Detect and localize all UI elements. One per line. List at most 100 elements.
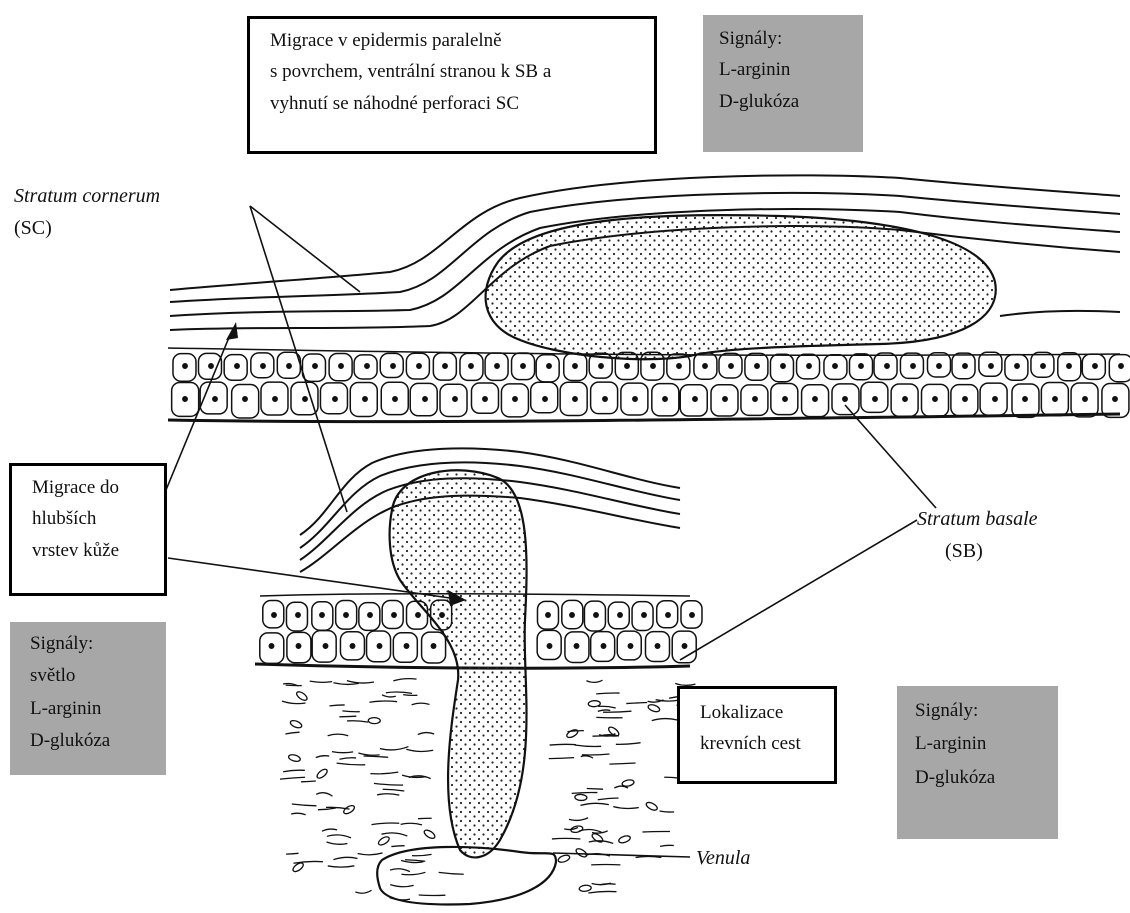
- cell-nucleus: [513, 397, 517, 401]
- cell-nucleus: [642, 613, 646, 617]
- cell-nucleus: [937, 364, 941, 368]
- right-signals-item-1: L-arginin: [915, 727, 1040, 760]
- fiber: [382, 695, 396, 697]
- cell-nucleus: [213, 397, 217, 401]
- cell-nucleus: [261, 364, 265, 368]
- fiber: [656, 700, 679, 701]
- cell-nucleus: [323, 644, 327, 648]
- stratum-corneum-abbr: (SC): [14, 212, 160, 244]
- fiber: [386, 692, 412, 693]
- fiber: [642, 831, 670, 832]
- fiber: [609, 763, 635, 764]
- cell-nucleus: [783, 397, 787, 401]
- fiber: [322, 829, 337, 831]
- cell-nucleus: [703, 364, 707, 368]
- cell-nucleus: [663, 397, 667, 401]
- cell-nucleus: [313, 364, 317, 368]
- fiber: [282, 701, 305, 704]
- fibroblast: [295, 690, 308, 702]
- fiber: [660, 811, 675, 812]
- left-migration-line-2: hlubších: [32, 503, 144, 534]
- fiber: [403, 695, 417, 696]
- fiber: [419, 895, 446, 896]
- fiber: [339, 716, 356, 717]
- cell-nucleus: [599, 364, 603, 368]
- fibroblast: [618, 835, 631, 845]
- fibroblast: [289, 719, 302, 729]
- left-signals-box: Signály: světlo L-arginin D-glukóza: [10, 622, 166, 775]
- cell-nucleus: [296, 644, 300, 648]
- left-signals-item-3: D-glukóza: [30, 725, 146, 757]
- left-signals-item-1: světlo: [30, 660, 146, 692]
- cell-nucleus: [807, 364, 811, 368]
- cell-nucleus: [416, 613, 420, 617]
- fiber: [377, 794, 399, 795]
- fibroblast: [316, 768, 329, 780]
- cell-nucleus: [273, 397, 277, 401]
- cell-nucleus: [1053, 397, 1057, 401]
- cell-nucleus: [392, 613, 396, 617]
- top-migration-line-2: s povrchem, ventrální stranou k SB a: [270, 56, 634, 87]
- fiber: [572, 792, 598, 793]
- top-migration-box: Migrace v epidermis paralelně s povrchem…: [247, 16, 657, 154]
- fibroblast: [588, 700, 600, 707]
- fiber: [316, 756, 329, 758]
- fiber: [586, 680, 602, 682]
- cell-nucleus: [368, 613, 372, 617]
- cell-nucleus: [1119, 364, 1123, 368]
- fiber: [369, 701, 397, 702]
- fiber: [327, 835, 351, 838]
- cell-nucleus: [209, 364, 213, 368]
- cell-nucleus: [813, 397, 817, 401]
- fiber: [342, 711, 359, 712]
- cell-nucleus: [618, 613, 622, 617]
- fiber: [283, 770, 305, 772]
- fiber: [569, 818, 588, 821]
- cell-nucleus: [723, 397, 727, 401]
- fiber: [293, 861, 323, 863]
- cell-nucleus: [1041, 364, 1045, 368]
- fiber: [316, 793, 332, 797]
- fibroblast: [368, 718, 380, 724]
- cell-nucleus: [885, 364, 889, 368]
- cell-nucleus: [628, 644, 632, 648]
- cell-nucleus: [1023, 397, 1027, 401]
- left-signals-item-2: L-arginin: [30, 693, 146, 725]
- stratum-basale-name: Stratum basale: [917, 503, 1038, 535]
- top-signals-item-1: L-arginin: [719, 54, 847, 85]
- cell-nucleus: [320, 613, 324, 617]
- fiber: [580, 803, 608, 805]
- fiber: [552, 838, 580, 839]
- cell-nucleus: [543, 397, 547, 401]
- fiber: [383, 789, 405, 791]
- cell-nucleus: [601, 644, 605, 648]
- cell-nucleus: [933, 397, 937, 401]
- fiber: [374, 783, 403, 785]
- top-migration-line-1: Migrace v epidermis paralelně: [270, 25, 634, 56]
- cell-nucleus: [469, 364, 473, 368]
- cell-nucleus: [393, 397, 397, 401]
- fiber: [347, 681, 374, 683]
- localization-line-1: Lokalizace: [700, 697, 814, 728]
- fibroblast: [423, 828, 436, 840]
- cell-nucleus: [183, 364, 187, 368]
- cell-nucleus: [350, 644, 354, 648]
- fiber: [550, 744, 576, 745]
- cell-nucleus: [690, 613, 694, 617]
- right-signals-item-2: D-glukóza: [915, 761, 1040, 794]
- fibroblast: [645, 801, 658, 812]
- cell-nucleus: [272, 613, 276, 617]
- top-signals-title: Signály:: [719, 23, 847, 54]
- left-migration-box: Migrace do hlubších vrstev kůže: [9, 463, 167, 596]
- fiber: [285, 732, 299, 734]
- fiber: [418, 733, 434, 735]
- fiber: [292, 804, 317, 806]
- cell-nucleus: [625, 364, 629, 368]
- fiber: [382, 833, 408, 836]
- cell-nucleus: [453, 397, 457, 401]
- fiber: [652, 719, 678, 721]
- fibroblast: [647, 703, 660, 713]
- cell-nucleus: [269, 644, 273, 648]
- fibroblast: [575, 847, 588, 859]
- cell-nucleus: [573, 397, 577, 401]
